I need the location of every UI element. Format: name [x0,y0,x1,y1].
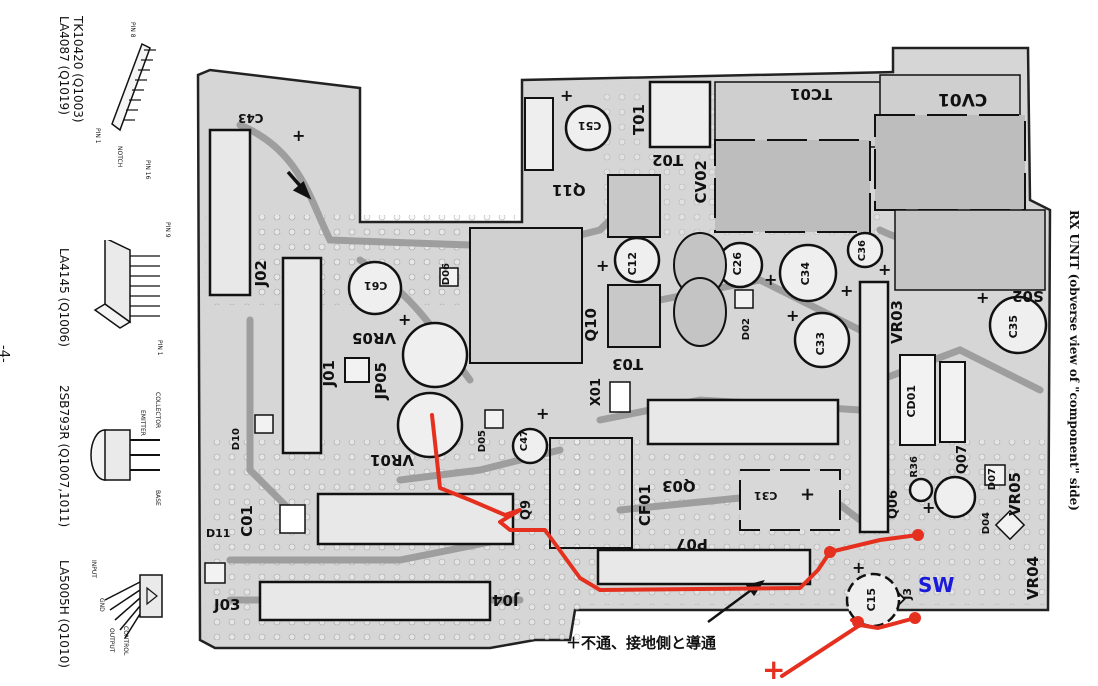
page-number: -4- [0,345,11,363]
label-plus-c51: + [560,86,574,105]
label-C34: C34 [799,262,812,286]
label-VR04: VR04 [1024,556,1042,601]
ic-legend-4-part: LA5005H (Q1010) [57,560,71,668]
ic-legend-2-icon [93,240,160,329]
label-plus-c26: + [764,270,778,289]
label-C35: C35 [1007,315,1020,339]
label-VR03: VR03 [888,300,906,345]
J03-J04-block [258,580,492,622]
label-T02: T02 [652,151,684,169]
label-Q06: Q06 [886,490,901,520]
label-TC01: TC01 [790,85,833,103]
label-plus-c12: + [596,256,610,275]
Q10-block [469,227,583,364]
label-Q03: Q03 [662,477,696,495]
label-P07: P07 [676,535,708,553]
label-plus-s02: + [976,288,990,307]
label-plus-c33: + [786,306,800,325]
label-C61: C61 [364,279,388,292]
ic-legend-3-icon [90,429,160,481]
label-plus-q07: + [922,498,936,517]
VR03-block [858,280,890,534]
label-C47: C47 [519,430,530,452]
J02-block [208,128,252,297]
label-D07: D07 [987,468,998,491]
ic-legend-1-part2: LA4087 (Q1019) [57,16,71,115]
label-plus-vr05: + [398,310,412,329]
label-J03: J03 [214,596,241,614]
label-D02: D02 [741,318,752,341]
label-C43: C43 [238,111,264,125]
label-C31: C31 [754,489,778,502]
continuity-note: ＋不通、接地側と導通 [566,634,717,652]
ic-legend-4-icon [104,574,163,639]
ic-legend-1-part: TK10420 (Q1003) [71,16,85,123]
red-plus-marker: + [762,653,786,686]
Q9-block [316,492,515,546]
ic-legend-1-icon [111,42,156,132]
label-Q07: Q07 [955,445,970,475]
board-title: RX UNIT (obverse view of "component" sid… [1067,210,1081,511]
label-C33: C33 [814,332,827,356]
label-T01: T01 [630,104,648,136]
P07-block [596,548,812,586]
label-CF01: CF01 [636,484,654,527]
label-J02: J02 [252,260,270,287]
label-J3: J3 [901,588,914,600]
label-D04: D04 [981,512,992,535]
label-D11: D11 [206,527,231,540]
J01-block [281,256,323,455]
label-C12: C12 [626,252,639,276]
label-Q11: Q11 [552,181,586,199]
label-J01: J01 [320,360,338,387]
ic-legend-2-pin-a: PIN 1 [156,340,163,356]
label-D06: D06 [441,263,452,286]
label-JP05: JP05 [372,362,390,400]
label-plus-c15: + [852,558,866,577]
label-J04: J04 [492,591,519,609]
label-CV01: CV01 [938,89,988,109]
label-T03: T03 [612,355,644,373]
label-plus-c43: + [292,126,306,145]
label-C51: C51 [578,119,602,132]
ic-block [646,398,840,446]
label-S02: S02 [1012,287,1044,305]
label-plus-c47: + [536,404,550,423]
label-C26: C26 [731,252,744,276]
label-R36: R36 [909,456,920,478]
ic-legend-3-part: 2SB793R (Q1007,1011) [57,385,71,528]
label-CV02: CV02 [692,160,710,204]
T01-block [648,80,712,149]
label-plus-c31: + [800,484,816,505]
label-D10: D10 [231,428,242,451]
label-Q9: Q9 [519,500,534,521]
label-CD01: CD01 [905,385,918,418]
label-VR05-b: VR05 [1006,472,1024,517]
label-C15: C15 [865,588,878,612]
label-plus-c36: + [878,260,892,279]
ic-legend-1-pin-b: NOTCH [116,146,123,168]
label-VR05-a: VR05 [352,329,397,347]
sw-annotation: SW [918,573,955,597]
label-X01: X01 [589,378,604,407]
ic-legend-2-part: LA4145 (Q1006) [57,248,71,347]
label-C36: C36 [857,240,868,262]
label-plus-c34: + [840,281,854,300]
label-VR01: VR01 [370,451,415,469]
label-Q10: Q10 [582,308,600,342]
label-C01: C01 [238,505,256,537]
ic-legend-2-pin-top: PIN 9 [164,222,171,238]
label-D05: D05 [477,430,488,453]
ic-legend-1-pin-c: PIN 16 [144,160,151,180]
